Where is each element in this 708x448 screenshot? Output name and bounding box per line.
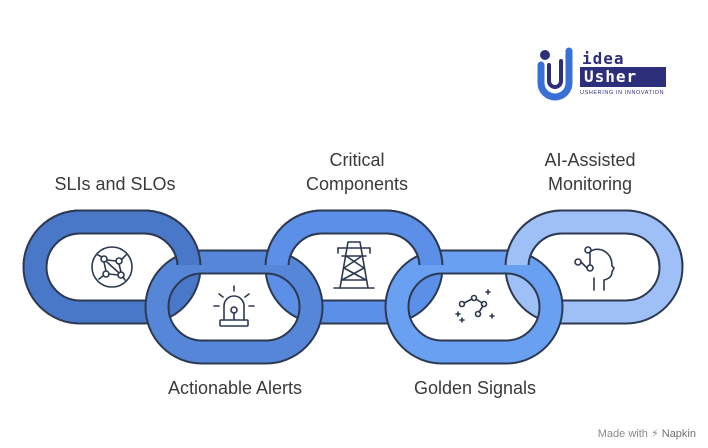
power-tower-icon: [333, 241, 375, 289]
logo-text-idea: idea: [582, 49, 625, 68]
logo-text-usher: Usher: [580, 67, 666, 87]
made-with-napkin-credit: Made with ⚡ Napkin: [598, 427, 696, 440]
label-actionable-alerts: Actionable Alerts: [167, 378, 303, 398]
napkin-logo-icon: ⚡: [650, 428, 659, 440]
label-critical-components: Critical Components: [305, 150, 409, 194]
label-slis-and-slos: SLIs and SLOs: [54, 174, 176, 194]
idea-usher-logo: idea Usher USHERING IN INNOVATION: [536, 47, 676, 101]
constellation-icon: [455, 289, 495, 323]
network-nodes-icon: [91, 246, 133, 288]
ai-head-icon: [574, 246, 615, 291]
siren-alarm-icon: [213, 285, 255, 327]
logo-tagline: USHERING IN INNOVATION: [580, 90, 665, 96]
label-golden-signals: Golden Signals: [413, 378, 537, 398]
logo-mark-icon: [537, 47, 573, 101]
footer-made-with-text: Made with: [597, 428, 648, 440]
label-ai-assisted-monitoring: AI-Assisted Monitoring: [544, 150, 636, 194]
footer-brand-text: Napkin: [661, 428, 696, 440]
